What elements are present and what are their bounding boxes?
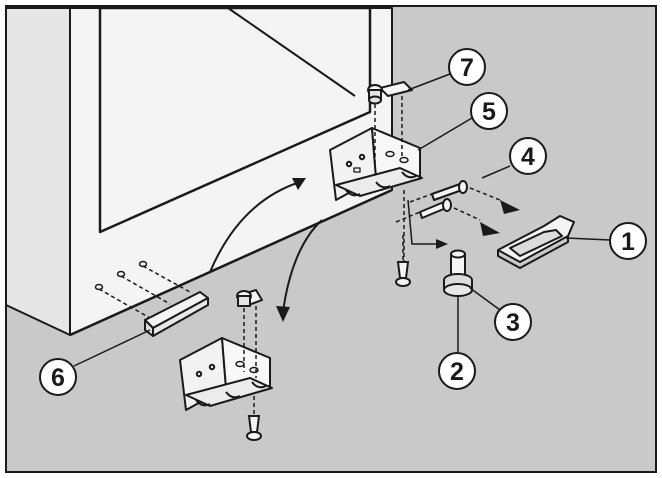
leader-lines <box>73 73 611 367</box>
callout-7: 7 <box>448 48 486 86</box>
callout-label-3: 3 <box>506 309 520 337</box>
lower-screw <box>246 415 262 441</box>
bolt-guide <box>407 199 448 249</box>
handle-part1 <box>497 215 575 269</box>
callout-label-2: 2 <box>450 358 464 386</box>
callout-label-4: 4 <box>521 143 535 171</box>
callout-6: 6 <box>39 358 77 396</box>
callout-5: 5 <box>470 92 508 130</box>
arrow-up-curve <box>209 178 306 273</box>
arrows-to-handle <box>480 200 520 236</box>
cover-strip-part6 <box>144 291 209 337</box>
callout-label-1: 1 <box>621 228 635 256</box>
callout-1: 1 <box>609 222 647 260</box>
callout-label-5: 5 <box>482 98 496 126</box>
lower-hinge-bracket <box>179 289 273 411</box>
bolt-part3 <box>443 249 473 297</box>
screws-part4 <box>419 180 468 219</box>
callout-label-7: 7 <box>460 54 474 82</box>
screw-guide-lines <box>395 187 501 223</box>
callout-3: 3 <box>494 303 532 341</box>
callout-label-6: 6 <box>51 364 65 392</box>
lower-guide-lines <box>243 306 257 418</box>
hole-guide-lines <box>98 265 191 319</box>
callout-4: 4 <box>509 137 547 175</box>
arrow-down-curve <box>276 219 323 322</box>
hinge-pin-part7 <box>367 81 413 105</box>
callout-2: 2 <box>438 352 476 390</box>
pin-guide-lines <box>374 96 405 262</box>
appliance-cabinet <box>5 6 393 337</box>
hinge-bracket-part5 <box>329 127 423 201</box>
screw-vertical <box>395 235 411 287</box>
